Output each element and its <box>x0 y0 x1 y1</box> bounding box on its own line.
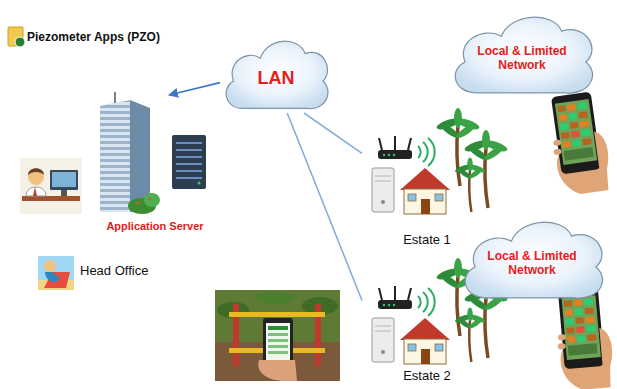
cloud-label: Local & Limited Network <box>472 45 572 73</box>
node-label: Estate 1 <box>403 233 451 248</box>
server-rack <box>172 135 206 189</box>
field-photo <box>268 345 288 348</box>
head-office-person-icon <box>45 272 60 282</box>
server-rack <box>176 156 202 158</box>
office-worker-icon <box>28 169 44 185</box>
field-photo <box>268 333 288 336</box>
phone-in-hand <box>546 90 613 197</box>
field-photo <box>268 339 288 342</box>
estate-site <box>372 108 509 214</box>
site-group: Application Server <box>85 95 225 235</box>
app-folder-icon <box>15 37 25 47</box>
site-group: Estate 1 <box>362 112 492 250</box>
field-photo <box>258 360 297 381</box>
server-rack <box>176 149 202 151</box>
office-worker-icon <box>22 196 80 201</box>
site-group: Estate 2 <box>362 272 492 386</box>
network-cloud: Local & Limited Network <box>457 213 608 303</box>
site-label: Head Office <box>80 264 148 279</box>
cloud-outline <box>455 17 592 93</box>
network-cloud: LAN <box>220 33 332 113</box>
network-link <box>304 113 362 153</box>
node-label: Estate 2 <box>403 369 451 384</box>
office-worker-icon <box>20 158 82 214</box>
field-photo <box>229 312 325 317</box>
office-building <box>149 198 152 201</box>
diagram-title: Piezometer Apps (PZO) <box>27 31 160 45</box>
head-office-person-icon <box>38 256 74 290</box>
phone-in-hand <box>553 287 615 389</box>
field-photo <box>215 290 340 381</box>
server-rack <box>172 135 206 189</box>
office-worker-icon <box>50 170 78 190</box>
office-worker-icon <box>28 168 44 175</box>
office-worker-icon <box>26 187 46 196</box>
cloud-outline <box>465 222 602 298</box>
office-building <box>100 100 130 212</box>
network-link <box>287 113 362 301</box>
office-building <box>137 202 140 205</box>
server-rack <box>176 177 202 179</box>
office-building <box>144 193 160 207</box>
head-office-person-icon <box>44 272 70 288</box>
office-building <box>100 100 130 212</box>
field-photo <box>268 326 288 330</box>
field-photo <box>215 290 340 381</box>
office-worker-icon <box>52 172 76 187</box>
office-building <box>100 92 160 214</box>
head-office-person-icon <box>38 256 74 290</box>
office-building <box>114 92 116 103</box>
cloud-label: Local & Limited Network <box>482 250 582 278</box>
cloud-outline <box>226 41 328 108</box>
app-folder-icon <box>8 27 25 47</box>
node-label: Application Server <box>106 220 203 233</box>
network-cloud: Local & Limited Network <box>447 8 598 98</box>
network-link <box>169 83 220 95</box>
office-worker-icon <box>20 158 82 214</box>
server-rack <box>176 142 202 144</box>
head-office-person-icon <box>44 260 56 272</box>
office-worker-icon <box>61 190 67 196</box>
server-rack <box>176 170 202 172</box>
field-photo <box>266 323 290 363</box>
office-worker-icon <box>33 187 37 196</box>
field-photo <box>268 351 288 354</box>
cloud-label: LAN <box>258 68 295 89</box>
field-photo <box>255 292 295 304</box>
server-rack <box>198 182 201 185</box>
server-rack <box>176 163 202 165</box>
